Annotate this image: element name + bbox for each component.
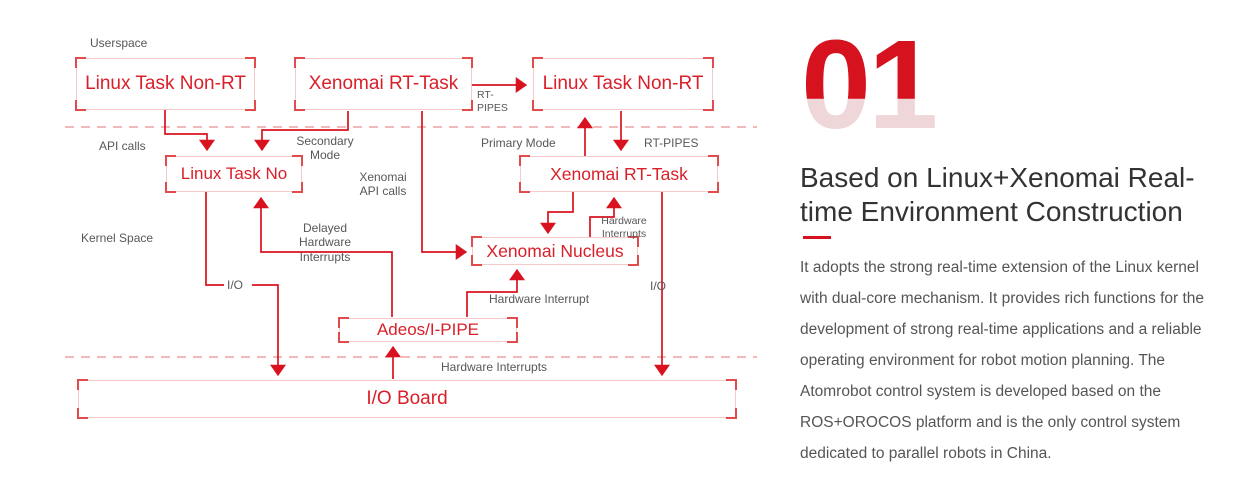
node-xenomai-rt-task-1: Xenomai RT-Task: [294, 57, 473, 111]
node-label: Xenomai Nucleus: [486, 240, 624, 261]
label-hw-interrupts-mid: Hardware Interrupts: [601, 215, 647, 240]
arrow-xenomai1-to-taskno: [254, 111, 349, 152]
label-secondary-mode: Secondary Mode: [296, 134, 354, 163]
label-api-calls: API calls: [99, 139, 146, 153]
node-label: Xenomai RT-Task: [308, 73, 459, 94]
connector-lines: [65, 77, 757, 379]
node-label: Linux Task Non-RT: [542, 73, 704, 94]
node-label: Linux Task Non-RT: [85, 73, 246, 94]
label-xenomai-api-calls: Xenomai API calls: [359, 170, 407, 199]
arrow-delayed-hw-interrupts: [253, 196, 393, 317]
arrow-xenomai-api-calls: [421, 111, 468, 260]
node-linux-task-nonrt-1: Linux Task Non-RT: [75, 57, 256, 111]
section-title: Based on Linux+Xenomai Real-time Environ…: [800, 162, 1195, 228]
label-io-right: I/O: [650, 279, 667, 293]
title-accent-dash: [803, 236, 831, 239]
label-delayed-hw-interrupts: Delayed Hardware Interrupts: [298, 221, 352, 264]
label-kernel-space: Kernel Space: [81, 231, 154, 245]
node-linux-task-no: Linux Task No: [165, 155, 303, 193]
section-description: It adopts the strong real-time extension…: [800, 259, 1205, 462]
label-hw-interrupt-adeos: Hardware Interrupt: [489, 292, 590, 306]
node-label: Linux Task No: [180, 164, 288, 183]
node-xenomai-rt-task-2: Xenomai RT-Task: [519, 155, 719, 193]
section-number-bottom: 01: [801, 14, 936, 155]
section-number: 01 01: [801, 22, 961, 150]
node-xenomai-nucleus: Xenomai Nucleus: [471, 236, 639, 266]
node-linux-task-nonrt-2: Linux Task Non-RT: [532, 57, 714, 111]
node-label: Xenomai RT-Task: [550, 163, 688, 184]
label-primary-mode: Primary Mode: [481, 136, 556, 150]
arrow-rt2-to-nucleus: [540, 192, 574, 235]
node-adeos-ipipe: Adeos/I-PIPE: [338, 317, 518, 343]
label-rt-pipes-right: RT-PIPES: [644, 136, 699, 150]
arrow-io-left-down: [252, 284, 286, 377]
node-label: Adeos/I-PIPE: [376, 320, 480, 339]
node-io-board: I/O Board: [77, 379, 737, 419]
label-rt-pipes-top: RT- PIPES: [477, 89, 508, 114]
label-hw-interrupts-bottom: Hardware Interrupts: [441, 360, 548, 374]
node-label: I/O Board: [366, 388, 448, 409]
label-io-left: I/O: [227, 278, 244, 292]
label-userspace: Userspace: [90, 36, 148, 50]
arrow-hw-interrupt-to-nucleus: [466, 268, 525, 317]
line-io-left-a: [205, 192, 224, 286]
arrow-linux1-to-taskno: [164, 110, 215, 152]
section-number-top: 01: [801, 14, 936, 155]
arrow-nucleus-to-rt2-hw-int: [589, 196, 622, 237]
architecture-diagram: Linux Task Non-RT Xenomai RT-Task Linux …: [65, 36, 757, 419]
